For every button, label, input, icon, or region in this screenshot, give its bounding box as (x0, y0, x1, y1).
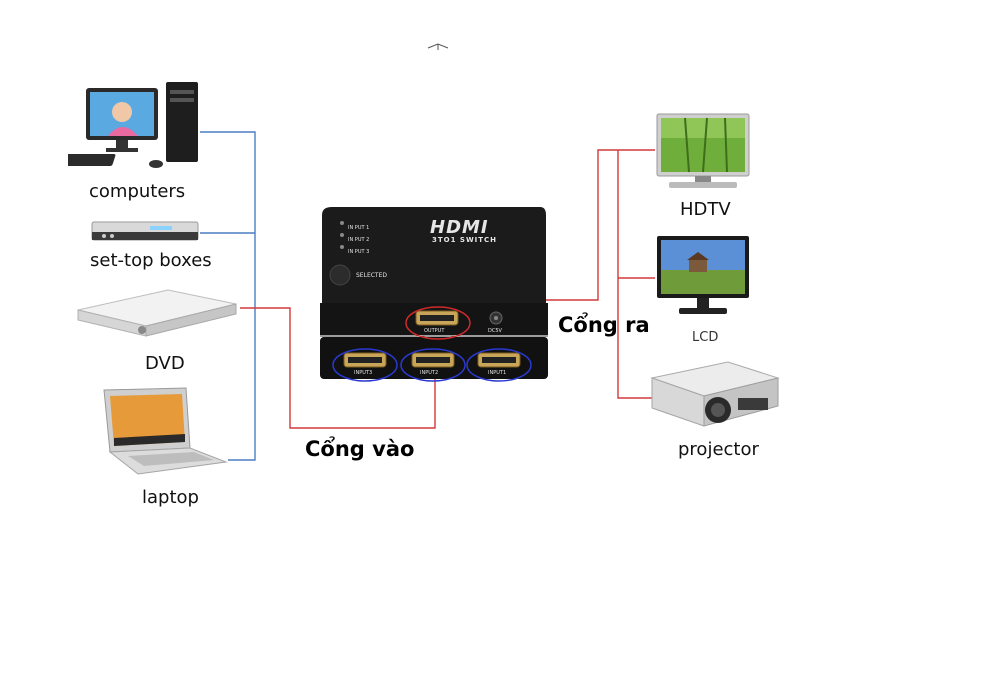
computers-label: computers (89, 181, 186, 202)
projector-icon (648, 356, 780, 432)
laptop-icon (98, 386, 228, 480)
output-port-annotation: Cổng ra (558, 313, 650, 337)
led-input3-label: IN PUT 3 (348, 249, 370, 255)
hdmi-switch: HDMI 3TO1 SWITCH IN PUT 1 IN PUT 2 IN PU… (318, 205, 550, 385)
dvd-drive-icon (72, 286, 240, 342)
computer-icon (42, 80, 202, 176)
lcd-monitor-icon (655, 234, 751, 322)
output-port-label: OUTPUT (424, 328, 445, 334)
top-mark-icon (427, 43, 449, 50)
dvd-label: DVD (145, 353, 185, 374)
settop-box-icon (90, 216, 200, 246)
input-ports-annotation: Cổng vào (305, 437, 415, 461)
red-output-bus (617, 150, 655, 399)
laptop-label: laptop (142, 487, 199, 508)
dc-port-label: DC5V (488, 328, 502, 334)
input1-port-label: INPUT1 (488, 370, 507, 376)
led-input1-label: IN PUT 1 (348, 225, 370, 231)
input3-port-label: INPUT3 (354, 370, 373, 376)
settop-label: set-top boxes (90, 250, 212, 271)
led-input2-label: IN PUT 2 (348, 237, 370, 243)
hdmi-logo: HDMI (430, 217, 489, 238)
hdtv-icon (655, 112, 751, 192)
blue-bus-line (200, 131, 256, 461)
switch-subtitle: 3TO1 SWITCH (432, 236, 498, 244)
red-input-line (240, 307, 436, 429)
projector-label: projector (678, 439, 759, 460)
selected-label: SELECTED (356, 272, 387, 279)
hdtv-label: HDTV (680, 199, 731, 220)
lcd-label: LCD (692, 330, 719, 345)
input2-port-label: INPUT2 (420, 370, 439, 376)
